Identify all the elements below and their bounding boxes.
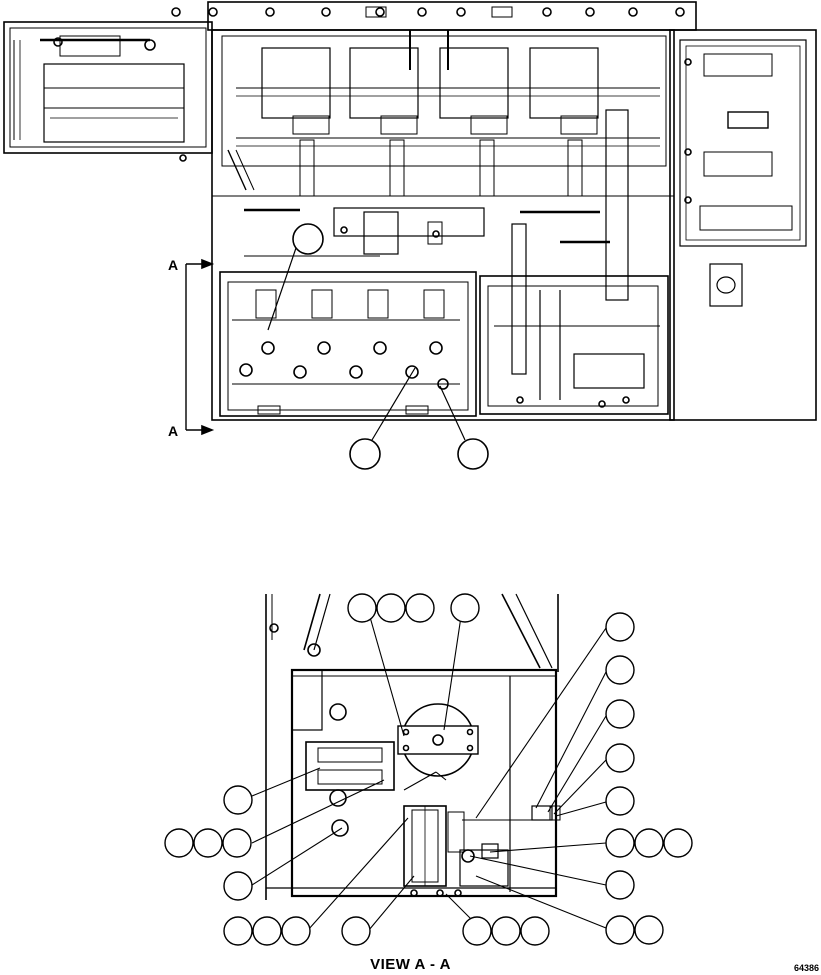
callout-bubble <box>405 593 435 623</box>
view-caption: VIEW A - A <box>370 956 451 973</box>
callout-bubble <box>663 828 693 858</box>
callout-bubble <box>605 699 635 729</box>
main-cabinet <box>211 29 675 421</box>
right-control-cabinet <box>669 29 817 421</box>
callout-bubble <box>349 438 381 470</box>
section-view-a-a <box>265 593 561 900</box>
top-rail <box>207 1 697 31</box>
callout-bubble <box>193 828 223 858</box>
section-housing <box>290 668 558 898</box>
callout-bubble <box>341 916 371 946</box>
figure-number: 64386 <box>793 963 819 973</box>
top-view <box>3 1 817 421</box>
callout-bubble <box>605 915 635 945</box>
callout-bubble <box>605 743 635 773</box>
callout-bubble <box>292 223 324 255</box>
callout-bubble <box>164 828 194 858</box>
callout-bubble <box>605 612 635 642</box>
callout-bubble <box>450 593 480 623</box>
callout-bubble <box>605 786 635 816</box>
lower-left-compartment <box>219 271 477 417</box>
callout-bubble <box>281 916 311 946</box>
callout-bubble <box>605 828 635 858</box>
callout-bubble <box>605 870 635 900</box>
callout-bubble <box>462 916 492 946</box>
callout-bubble <box>520 916 550 946</box>
view-callouts <box>164 593 693 946</box>
section-marker-lower: A <box>168 423 178 439</box>
callout-bubble <box>634 915 664 945</box>
callout-bubble <box>376 593 406 623</box>
callout-bubble <box>347 593 377 623</box>
view-leaders <box>251 609 607 931</box>
callout-bubble <box>223 785 253 815</box>
section-arrows <box>185 258 215 436</box>
callout-bubble <box>457 438 489 470</box>
top-callouts <box>267 223 489 470</box>
lower-right-compartment <box>479 275 669 415</box>
callout-bubble <box>222 828 252 858</box>
callout-bubble <box>605 655 635 685</box>
section-marker-upper: A <box>168 257 178 273</box>
callout-bubble <box>223 871 253 901</box>
callout-bubble <box>634 828 664 858</box>
callout-bubble <box>223 916 253 946</box>
callout-bubble <box>491 916 521 946</box>
callout-bubble <box>252 916 282 946</box>
